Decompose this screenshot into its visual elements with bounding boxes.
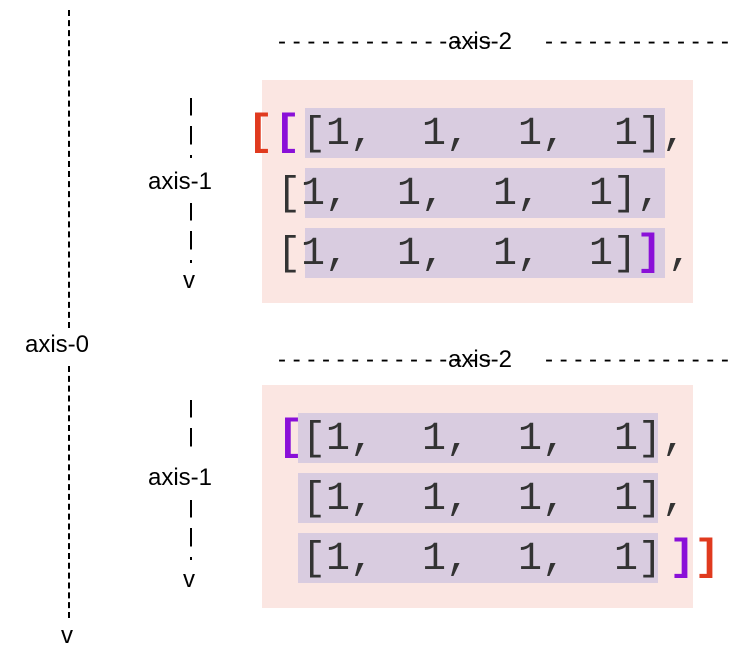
block2-axis-1-arrow-icon: v	[183, 566, 195, 593]
block1-outer-open-bracket: [	[247, 108, 274, 158]
block1-row-2: [1, 1, 1, 1],	[277, 172, 662, 217]
block2-axis-2-label: axis-2	[448, 346, 513, 373]
dash-left: - - - - - - - - - - - - - - -	[278, 346, 492, 373]
block1-row2-highlight	[305, 168, 665, 218]
block1-inner-open-bracket: [	[274, 108, 301, 158]
block1-axis-1-line-top	[190, 98, 192, 158]
block2-axis-1-line-top	[190, 400, 192, 457]
block1-axis-2-arrow: - - - - - - - - - - - - - - -	[278, 28, 491, 56]
axis-0-line-top	[68, 10, 70, 328]
block1-axis-2-label: axis-2	[448, 28, 513, 55]
block1-row1-highlight	[305, 108, 665, 158]
block2-inner-open-bracket: [	[277, 413, 304, 463]
axis-0-line-bottom	[68, 366, 70, 618]
block2-outer-close-bracket: ]	[694, 533, 721, 583]
axis-0-label: axis-0	[25, 331, 90, 358]
block1-inner-close-bracket: ]	[636, 228, 663, 278]
block2-row-2: [1, 1, 1, 1],	[302, 477, 687, 522]
block2-axis-1-label: axis-1	[148, 464, 213, 491]
block1-axis-1-arrow-icon: v	[183, 267, 195, 294]
block2-row-1: [1, 1, 1, 1],	[302, 417, 687, 462]
block2-row2-highlight	[298, 473, 658, 523]
block2-axis-1-line-bottom	[190, 500, 192, 560]
dash-right: - - - - - - - - - - - - - - >	[545, 28, 735, 55]
dash-left: - - - - - - - - - - - - - - -	[278, 28, 492, 55]
block2-axis-2-arrow-right: - - - - - - - - - - - - - - >	[545, 346, 735, 374]
block1-axis-1-label: axis-1	[148, 168, 213, 195]
block2-row-3: [1, 1, 1, 1]	[302, 537, 663, 582]
block1-row-3: [1, 1, 1, 1]	[277, 232, 638, 277]
block1-row3-highlight	[305, 228, 665, 278]
block1-axis-2-arrow-right: - - - - - - - - - - - - - - >	[545, 28, 735, 56]
block1-axis-1-line-bottom	[190, 203, 192, 263]
axis-0-arrow-icon: v	[61, 622, 73, 649]
block2-row3-highlight	[298, 533, 658, 583]
block1-row-1: [1, 1, 1, 1],	[302, 112, 687, 157]
dash-right: - - - - - - - - - - - - - - >	[545, 346, 735, 373]
block2-inner-close-bracket: ]	[669, 533, 696, 583]
block2-row1-highlight	[298, 413, 658, 463]
block1-trailing-comma: ,	[668, 232, 693, 277]
block2-axis-2-arrow: - - - - - - - - - - - - - - -	[278, 346, 491, 374]
